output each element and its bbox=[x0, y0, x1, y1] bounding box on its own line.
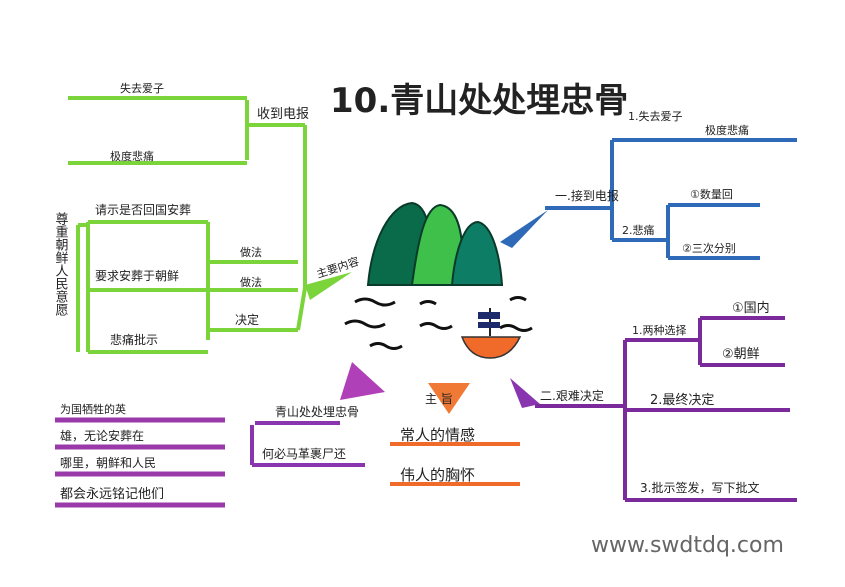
bottom-left-line-2: 雄，无论安葬在 bbox=[60, 428, 144, 443]
waves bbox=[344, 296, 533, 350]
left-branch-lines bbox=[68, 96, 352, 354]
watermark: www.swdtdq.com bbox=[591, 533, 784, 558]
right-bottom-item-1: 1.两种选择 bbox=[632, 323, 687, 337]
left-sub-item-3: 悲痛批示 bbox=[110, 332, 158, 347]
left-top-item-2: 极度悲痛 bbox=[110, 149, 154, 163]
right-top-lines bbox=[500, 138, 797, 260]
theme-item-1: 常人的情感 bbox=[400, 426, 475, 444]
mountain-teal bbox=[450, 220, 504, 286]
right-top-label: 一.接到电报 bbox=[555, 188, 619, 203]
left-sub-item-1: 请示是否回国安葬 bbox=[95, 202, 191, 217]
right-bottom-sub-2: ②朝鲜 bbox=[722, 347, 760, 362]
theme-item-2: 伟人的胸怀 bbox=[400, 466, 475, 484]
right-top-sub-a-item: 极度悲痛 bbox=[705, 123, 749, 137]
bottom-left-lines bbox=[55, 362, 385, 508]
right-bottom-item-2: 2.最终决定 bbox=[650, 392, 714, 408]
right-top-sub-a: 1.失去爱子 bbox=[628, 110, 683, 123]
title: 10.青山处处埋忠骨 bbox=[330, 81, 628, 121]
right-bottom-sub-1: ①国内 bbox=[732, 300, 770, 316]
theme-triangle-icon bbox=[428, 383, 470, 414]
right-top-sub-b-item-2: ②三次分别 bbox=[682, 241, 736, 255]
left-sub-item-2: 要求安葬于朝鲜 bbox=[95, 268, 179, 283]
left-mid-item-3: 决定 bbox=[235, 312, 259, 327]
left-top-label: 收到电报 bbox=[257, 107, 309, 122]
right-bottom-label: 二.艰难决定 bbox=[540, 388, 604, 403]
bottom-left-sub: 何必马革裹尸还 bbox=[262, 446, 346, 461]
bottom-left-line-1: 为国牺牲的英 bbox=[60, 402, 126, 416]
bottom-left-line-3: 哪里，朝鲜和人民 bbox=[60, 456, 156, 470]
bottom-left-line-4: 都会永远铭记他们 bbox=[60, 487, 164, 502]
boat-icon bbox=[460, 308, 522, 359]
right-bottom-lines bbox=[510, 316, 797, 502]
right-top-sub-b-item-1: ①数量回 bbox=[690, 188, 733, 201]
theme-label: 主 旨 bbox=[425, 392, 453, 406]
left-side-label: 尊重朝鲜人民意愿 bbox=[53, 211, 69, 317]
right-bottom-item-3: 3.批示签发，写下批文 bbox=[640, 480, 759, 495]
right-top-sub-b: 2.悲痛 bbox=[622, 223, 655, 237]
left-mid-item-2: 做法 bbox=[240, 275, 262, 289]
bottom-left-label: 青山处处埋忠骨 bbox=[275, 405, 359, 419]
left-mid-item-1: 做法 bbox=[240, 245, 262, 259]
left-top-item-1: 失去爱子 bbox=[120, 82, 164, 95]
